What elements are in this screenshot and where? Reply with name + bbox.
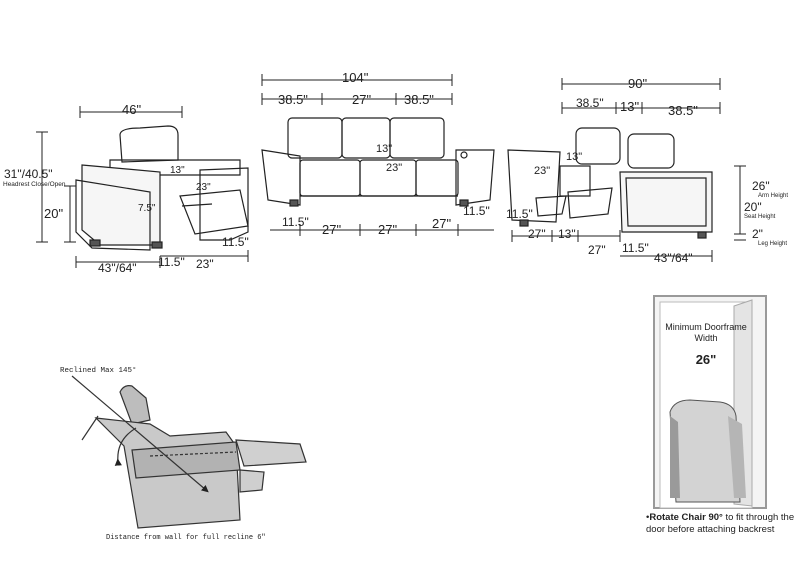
loveseat-seat-height-caption: Seat Height [744, 214, 776, 220]
loveseat-arm2-label: 11.5" [622, 241, 649, 255]
sofa-arm-right-label: 11.5" [463, 204, 490, 218]
chair-base-a-label: 11.5" [158, 255, 185, 269]
sofa-dimension-lines [261, 74, 494, 236]
recline-side-drawing [71, 375, 307, 529]
chair-base-b-label: 23" [196, 257, 214, 271]
sofa-drawing [261, 117, 495, 207]
sofa-right-label: 38.5" [404, 92, 434, 107]
chair-seat-height-label: 20" [44, 206, 63, 221]
chair-height-label: 31"/40.5" [4, 167, 53, 181]
recline-max-label: Reclined Max 145° [60, 366, 137, 375]
sofa-seg1-label: 27" [322, 222, 341, 237]
doorframe-illustration [653, 295, 767, 509]
chair-dimension-lines [36, 106, 249, 268]
loveseat-total-label: 90" [628, 76, 647, 91]
loveseat-dimension-lines [511, 78, 746, 262]
chair-width-label: 46" [122, 102, 141, 117]
loveseat-console-label: 13" [558, 227, 576, 241]
sofa-seat-label: 23" [386, 162, 402, 174]
loveseat-drawing [507, 127, 713, 239]
chair-arm-width-label: 7.5" [138, 203, 156, 214]
caption-bullet: • [646, 512, 650, 523]
loveseat-arm-height-caption: Arm Height [758, 193, 788, 199]
loveseat-right-label: 38.5" [668, 103, 698, 118]
loveseat-seat-height-label: 20" [744, 200, 762, 214]
doorframe-width: 26" [695, 352, 717, 367]
chair-seat-depth-label: 23" [196, 182, 211, 193]
loveseat-left-label: 38.5" [576, 96, 604, 110]
sofa-arm-left-label: 11.5" [282, 215, 309, 229]
doorframe-title: Minimum Doorframe Width [665, 322, 747, 343]
chair-drawing [75, 125, 249, 251]
chair-arm-depth-label: 11.5" [222, 235, 249, 249]
sofa-headrest-label: 13" [376, 143, 392, 155]
doorframe-panel: Minimum Doorframe Width 26" [642, 292, 770, 512]
loveseat-arm-label: 11.5" [506, 207, 533, 221]
loveseat-seg2-label: 27" [588, 243, 606, 257]
loveseat-leg-height-label: 2" [752, 227, 763, 241]
recline-wall-label: Distance from wall for full recline 6" [106, 534, 266, 542]
caption-bold: Rotate Chair 90° [649, 512, 723, 523]
loveseat-headrest-label: 13" [566, 151, 582, 163]
sofa-mid-label: 27" [352, 92, 371, 107]
loveseat-mid-label: 13" [620, 99, 639, 114]
caption-rest: to fit through the door before attaching… [646, 512, 795, 535]
chair-total-depth-label: 43"/64" [98, 261, 137, 275]
sofa-seg2-label: 27" [378, 222, 397, 237]
loveseat-seg1-label: 27" [528, 227, 546, 241]
chair-headrest-label: 13" [170, 165, 185, 176]
sofa-left-label: 38.5" [278, 92, 308, 107]
sofa-total-label: 104" [342, 70, 369, 85]
sofa-seg3-label: 27" [432, 216, 451, 231]
doorframe-caption: •Rotate Chair 90° to fit through the doo… [646, 512, 796, 536]
chair-height-caption: Headrest Close/Open [3, 181, 66, 188]
loveseat-arm-height-label: 26" [752, 179, 770, 193]
loveseat-seat-label: 23" [534, 165, 550, 177]
loveseat-depth-label: 43"/64" [654, 251, 693, 265]
loveseat-leg-height-caption: Leg Height [758, 241, 787, 247]
